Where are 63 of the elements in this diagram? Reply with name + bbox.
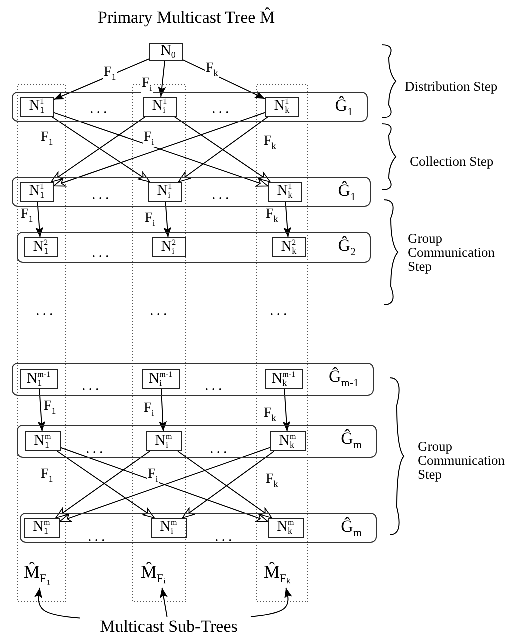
group-label: Ĝ$_{m}$	[341, 429, 362, 452]
group-band	[17, 425, 377, 458]
edge-label: F$_{i}$	[141, 77, 154, 93]
caption-text: Multicast Sub-Trees	[80, 617, 258, 637]
edge-label: F$_{k}$	[263, 135, 278, 151]
ellipsis: ...	[92, 246, 112, 262]
group-band	[12, 177, 371, 207]
ellipsis: ...	[92, 188, 112, 204]
subtree-label: M̂$_{Fᵢ}$	[141, 562, 179, 588]
ellipsis: ...	[212, 102, 232, 118]
arrow	[160, 588, 168, 618]
arrow	[164, 202, 172, 238]
ellipsis: ...	[212, 188, 232, 204]
edge-label: F$_{1}$	[43, 400, 58, 416]
title: Primary Multicast Tree M̂	[98, 8, 276, 28]
group-label: Ĝ$_{1}$	[338, 181, 356, 204]
leader-arrow	[34, 588, 80, 619]
edge-label: F$_{1}$	[103, 66, 118, 82]
ellipsis: ...	[270, 304, 290, 320]
edge-label: F$_{k}$	[205, 62, 220, 78]
arrow	[38, 389, 46, 432]
edge-label: F$_{1}$	[40, 131, 54, 147]
edge-label: F$_{i}$	[143, 402, 156, 418]
arrow	[282, 389, 291, 432]
edge-label: F$_{1}$	[40, 468, 54, 484]
ellipsis: ...	[86, 442, 106, 458]
group-band	[12, 92, 368, 122]
node-box: N$_{0}$	[149, 43, 183, 61]
group-band	[20, 513, 377, 543]
edge-label: F$_{i}$	[143, 131, 156, 147]
ellipsis: ...	[210, 442, 230, 458]
edge-label: F$_{i}$	[144, 212, 156, 228]
ellipsis: ...	[90, 102, 110, 118]
ellipsis: ...	[215, 530, 236, 546]
group-label: Ĝ$_{m}$	[341, 517, 362, 540]
group-band	[17, 232, 371, 263]
arrow	[36, 202, 44, 238]
ellipsis: ...	[36, 304, 56, 320]
arrow	[284, 202, 292, 238]
arrow	[54, 58, 150, 100]
arrow	[159, 389, 168, 432]
group-label: Ĝ$_{1}$	[335, 96, 353, 118]
edge-label: F$_{1}$	[20, 208, 34, 224]
ellipsis: ...	[150, 304, 170, 320]
group-label: Ĝ$_{m-1}$	[328, 367, 359, 390]
leader-arrow	[250, 588, 292, 618]
step-label: Group Communication Step	[418, 440, 506, 483]
arrow	[182, 60, 266, 100]
arrow	[158, 60, 166, 98]
subtree-label: M̂$_{Fₖ}$	[264, 562, 302, 588]
edge-label: F$_{k}$	[265, 208, 280, 224]
ellipsis: ...	[82, 379, 102, 395]
group-label: Ĝ$_{2}$	[338, 236, 356, 258]
edge-label: F$_{k}$	[265, 473, 280, 489]
subtree-label: M̂$_{F₁}$	[24, 562, 60, 588]
step-label: Group Communication Step	[408, 232, 496, 275]
step-label: Collection Step	[410, 155, 495, 170]
ellipsis: ...	[205, 379, 226, 395]
edge-label: F$_{k}$	[263, 407, 278, 423]
step-label: Distribution Step	[405, 80, 499, 94]
group-band	[12, 363, 374, 396]
edge-label: F$_{i}$	[147, 468, 160, 484]
ellipsis: ...	[88, 530, 108, 546]
